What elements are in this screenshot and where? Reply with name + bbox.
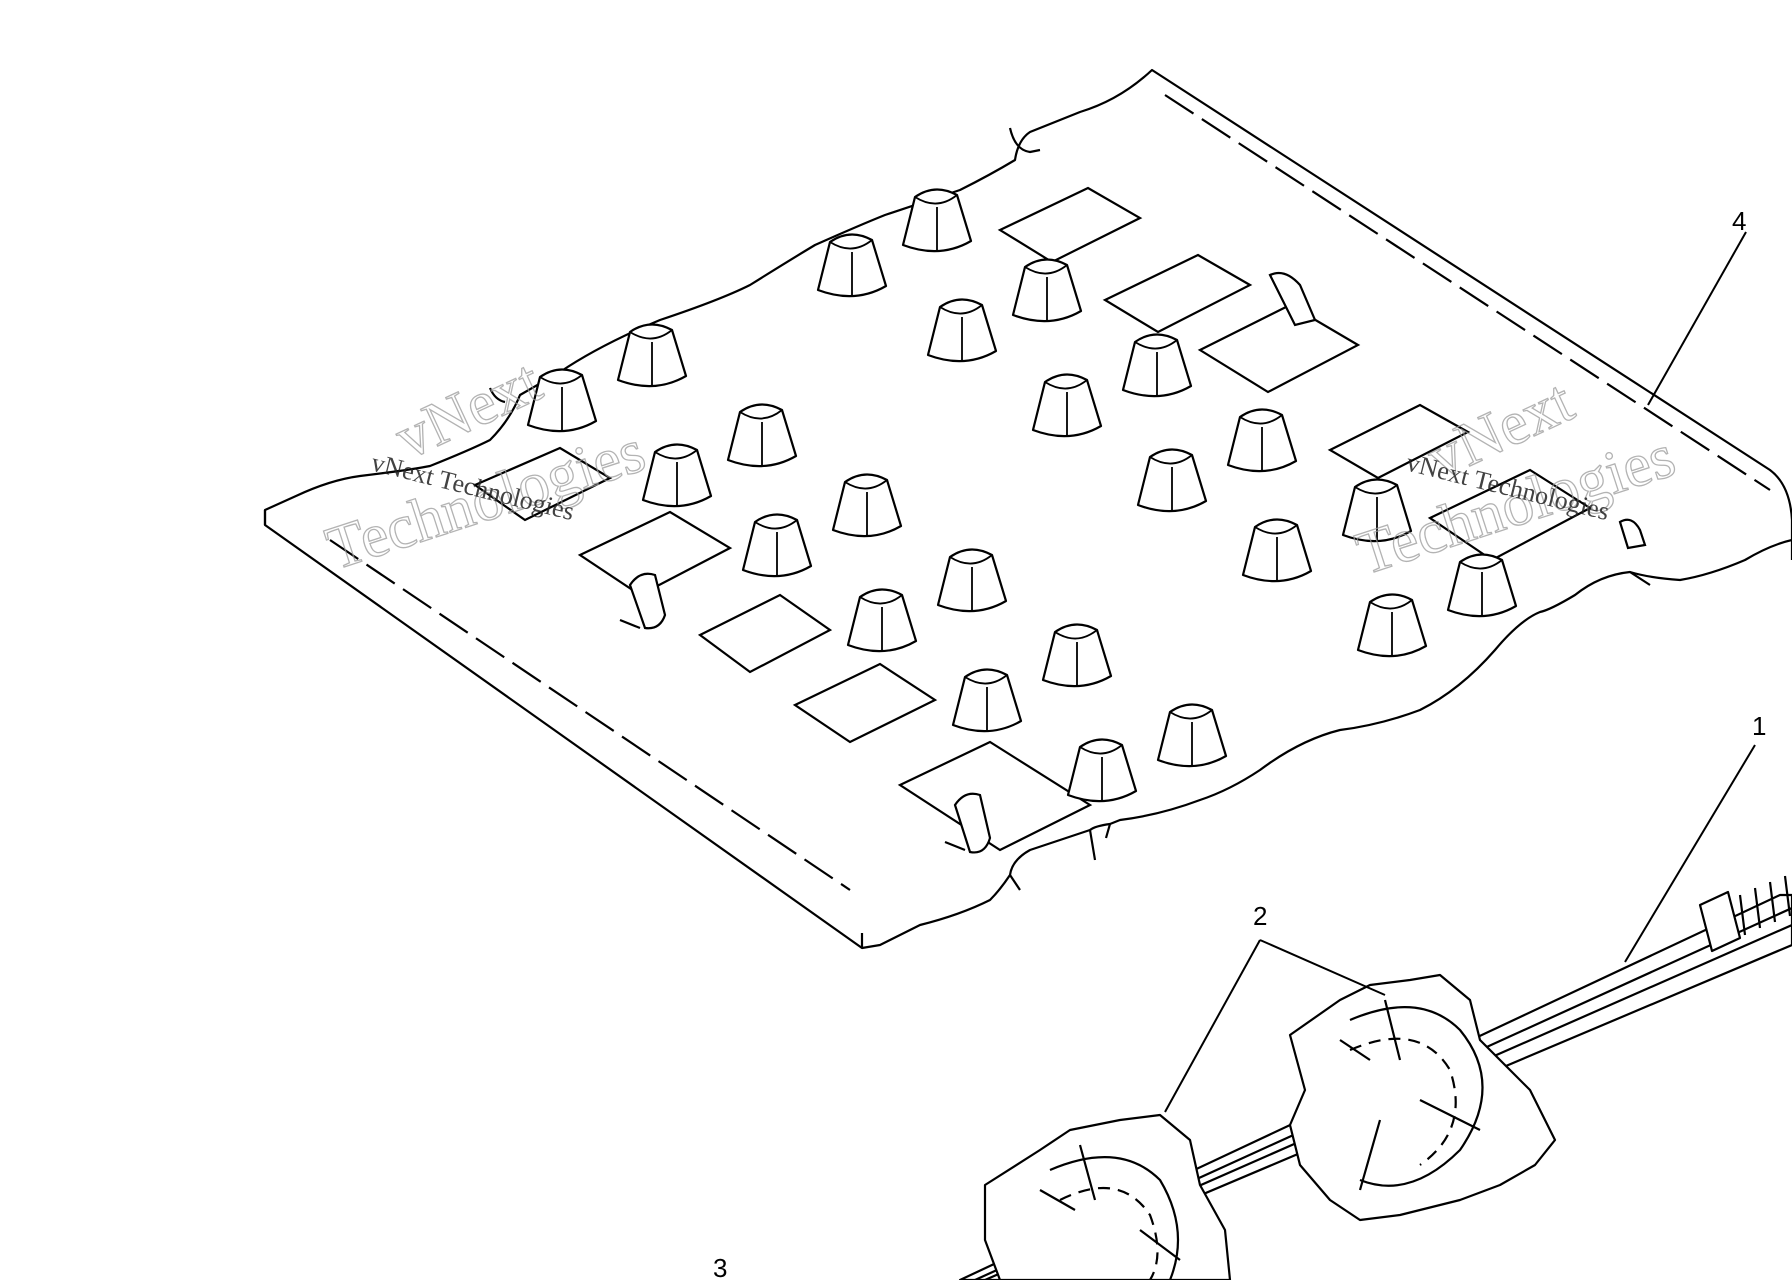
window-2 (1102, 253, 1253, 334)
callout-leaders (1164, 231, 1756, 1113)
shaft-spline (1738, 875, 1792, 936)
leader-2b (1259, 939, 1386, 996)
leader-1 (1624, 744, 1756, 963)
window-1 (997, 186, 1143, 264)
track-panel-edge (263, 510, 1792, 948)
sprocket-lower (983, 1113, 1232, 1280)
window-3 (1197, 303, 1361, 394)
window-6 (472, 446, 613, 522)
sprocket-upper (1288, 973, 1557, 1222)
callout-3: 3 (713, 1253, 727, 1280)
window-7 (577, 510, 733, 597)
clip (944, 792, 992, 854)
window-5 (1427, 468, 1593, 562)
track-panel-notch (488, 127, 1651, 891)
clip (1618, 518, 1647, 550)
drive-shaft (958, 875, 1792, 1280)
window-9 (792, 662, 938, 744)
callout-4: 4 (1732, 206, 1746, 236)
clip (1268, 271, 1317, 327)
callout-2: 2 (1253, 901, 1267, 931)
window-8 (697, 593, 833, 674)
callout-1: 1 (1752, 711, 1766, 741)
track-panel-dashed-border (329, 94, 1771, 891)
leader-4 (1647, 231, 1747, 406)
leader-2a (1164, 939, 1261, 1113)
shaft-collar (1698, 890, 1742, 953)
window-4 (1327, 403, 1471, 480)
clip (619, 572, 667, 630)
panel-clips (619, 271, 1647, 854)
